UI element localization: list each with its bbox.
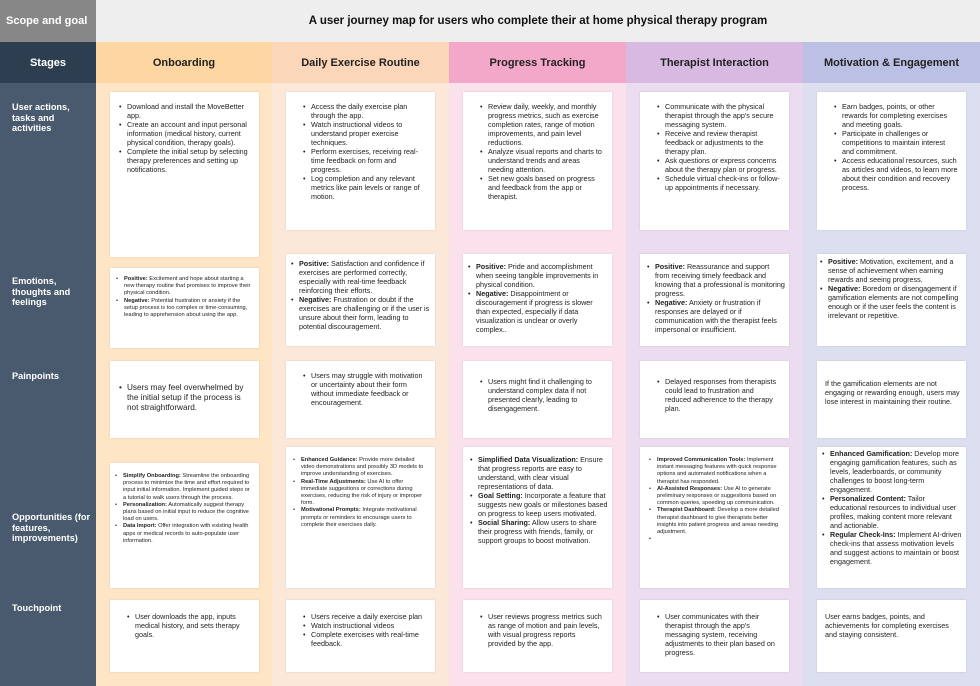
- card-emotions-therapist-interaction: Positive: Reassurance and support from r…: [640, 254, 789, 346]
- list-item: Social Sharing: Allow users to share the…: [469, 518, 608, 545]
- list-item: Positive: Excitement and hope about star…: [115, 276, 253, 298]
- list-item: Perform exercises, receiving real-time f…: [302, 147, 427, 174]
- list-item: Simplified Data Visualization: Ensure th…: [469, 455, 608, 491]
- list-item: Enhanced Gamification: Develop more enga…: [821, 449, 962, 494]
- list-item: User communicates with their therapist t…: [656, 612, 781, 657]
- list-item: Negative: Potential frustration or anxie…: [115, 298, 253, 320]
- list-item: Users may feel overwhelmed by the initia…: [118, 383, 249, 414]
- list-item: Simplify Onboarding: Streamline the onbo…: [114, 473, 253, 502]
- list-item: Watch instructional videos to understand…: [302, 120, 427, 147]
- card-actions-motivation: Earn badges, points, or other rewards fo…: [817, 92, 966, 230]
- list-item: User downloads the app, inputs medical h…: [126, 612, 251, 639]
- list-item: Negative: Disappointment or discourageme…: [467, 289, 608, 334]
- row-label-painpoints: Painpoints: [12, 371, 59, 381]
- list-item: Review daily, weekly, and monthly progre…: [479, 102, 604, 147]
- card-actions-onboarding: Download and install the MoveBetter app.…: [110, 92, 259, 257]
- row-label-actions: User actions, tasks and activities: [12, 102, 70, 133]
- card-painpoints-daily-exercise: Users may struggle with motivation or un…: [286, 361, 435, 438]
- list-item: Ask questions or express concerns about …: [656, 156, 781, 174]
- card-touchpoint-motivation: User earns badges, points, and achieveme…: [817, 600, 966, 672]
- card-touchpoint-daily-exercise: Users receive a daily exercise plan Watc…: [286, 600, 435, 672]
- card-opportunities-onboarding: Simplify Onboarding: Streamline the onbo…: [110, 463, 259, 588]
- row-label-emotions: Emotions, thoughts and feelings: [12, 276, 71, 307]
- card-painpoints-onboarding: Users may feel overwhelmed by the initia…: [110, 361, 259, 438]
- card-touchpoint-progress-tracking: User reviews progress metrics such as ra…: [463, 600, 612, 672]
- list-item: Receive and review therapist feedback or…: [656, 129, 781, 156]
- card-opportunities-progress-tracking: Simplified Data Visualization: Ensure th…: [463, 447, 612, 588]
- list-item: Complete the initial setup by selecting …: [118, 147, 251, 174]
- list-item: Communicate with the physical therapist …: [656, 102, 781, 129]
- list-item: Personalization: Automatically suggest t…: [114, 502, 253, 524]
- list-item: Real-Time Adjustments: Use AI to offer i…: [292, 479, 429, 508]
- list-item: Negative: Frustration or doubt if the ex…: [290, 295, 431, 331]
- list-item: Personalized Content: Tailor educational…: [821, 494, 962, 530]
- list-item: Participate in challenges or competition…: [833, 129, 958, 156]
- list-item: Analyze visual reports and charts to und…: [479, 147, 604, 174]
- list-item: Motivational Prompts: Integrate motivati…: [292, 507, 429, 529]
- list-item: Complete exercises with real-time feedba…: [302, 630, 427, 648]
- list-item: Negative: Anxiety or frustration if resp…: [646, 298, 785, 334]
- scope-label: Scope and goal: [0, 0, 96, 42]
- stages-label: Stages: [0, 42, 96, 83]
- stage-header-daily-exercise: Daily Exercise Routine: [272, 42, 449, 83]
- card-touchpoint-therapist-interaction: User communicates with their therapist t…: [640, 600, 789, 672]
- list-item: Download and install the MoveBetter app.: [118, 102, 251, 120]
- list-item: Therapist Dashboard: Develop a more deta…: [648, 507, 783, 536]
- stage-header-progress-tracking: Progress Tracking: [449, 42, 626, 83]
- list-item: Goal Setting: Incorporate a feature that…: [469, 491, 608, 518]
- list-item: Earn badges, points, or other rewards fo…: [833, 102, 958, 129]
- card-actions-therapist-interaction: Communicate with the physical therapist …: [640, 92, 789, 230]
- list-item: Regular Check-Ins: Implement AI-driven c…: [821, 530, 962, 566]
- list-item: Set new goals based on progress and feed…: [479, 174, 604, 201]
- list-item: Data Import: Offer integration with exis…: [114, 523, 253, 545]
- list-item: Watch instructional videos: [302, 621, 427, 630]
- row-label-opportunities: Opportunities (for features, improvement…: [12, 512, 91, 543]
- list-item: Users receive a daily exercise plan: [302, 612, 427, 621]
- card-opportunities-daily-exercise: Enhanced Guidance: Provide more detailed…: [286, 447, 435, 588]
- row-label-column: User actions, tasks and activities Emoti…: [0, 83, 96, 686]
- card-painpoints-motivation: If the gamification elements are not eng…: [817, 361, 966, 438]
- list-item: Create an account and input personal inf…: [118, 120, 251, 147]
- card-actions-progress-tracking: Review daily, weekly, and monthly progre…: [463, 92, 612, 230]
- list-item: Improved Communication Tools: Implement …: [648, 457, 783, 486]
- list-item: Negative: Boredom or disengagement if ga…: [819, 284, 962, 320]
- list-item: Log completion and any relevant metrics …: [302, 174, 427, 201]
- card-emotions-motivation: Positive: Motivation, excitement, and a …: [817, 254, 966, 346]
- page-title: A user journey map for users who complet…: [96, 0, 980, 42]
- list-item: Positive: Satisfaction and confidence if…: [290, 259, 431, 295]
- card-touchpoint-onboarding: User downloads the app, inputs medical h…: [110, 600, 259, 672]
- painpoint-text: If the gamification elements are not eng…: [825, 379, 960, 406]
- list-item: Access educational resources, such as ar…: [833, 156, 958, 192]
- list-item: Enhanced Guidance: Provide more detailed…: [292, 457, 429, 479]
- card-emotions-daily-exercise: Positive: Satisfaction and confidence if…: [286, 254, 435, 346]
- card-opportunities-therapist-interaction: Improved Communication Tools: Implement …: [640, 447, 789, 588]
- card-emotions-progress-tracking: Positive: Pride and accomplishment when …: [463, 254, 612, 346]
- list-item: AI-Assisted Responses: Use AI to generat…: [648, 486, 783, 508]
- card-emotions-onboarding: Positive: Excitement and hope about star…: [110, 268, 259, 348]
- list-item: Users might find it challenging to under…: [479, 377, 604, 413]
- list-item: Positive: Motivation, excitement, and a …: [819, 257, 962, 284]
- list-item: Users may struggle with motivation or un…: [302, 371, 427, 407]
- list-item: Positive: Reassurance and support from r…: [646, 262, 785, 298]
- card-opportunities-motivation: Enhanced Gamification: Develop more enga…: [817, 447, 966, 588]
- list-item: User reviews progress metrics such as ra…: [479, 612, 604, 648]
- card-painpoints-therapist-interaction: Delayed responses from therapists could …: [640, 361, 789, 438]
- list-item: Positive: Pride and accomplishment when …: [467, 262, 608, 289]
- row-label-touchpoint: Touchpoint: [12, 603, 62, 613]
- list-item: Schedule virtual check-ins or follow-up …: [656, 174, 781, 192]
- card-actions-daily-exercise: Access the daily exercise plan through t…: [286, 92, 435, 230]
- card-painpoints-progress-tracking: Users might find it challenging to under…: [463, 361, 612, 438]
- touchpoint-text: User earns badges, points, and achieveme…: [825, 612, 949, 639]
- stage-header-onboarding: Onboarding: [96, 42, 272, 83]
- stage-header-therapist-interaction: Therapist Interaction: [626, 42, 803, 83]
- stage-header-motivation: Motivation & Engagement: [803, 42, 980, 83]
- list-item: Delayed responses from therapists could …: [656, 377, 781, 413]
- list-item: Access the daily exercise plan through t…: [302, 102, 427, 120]
